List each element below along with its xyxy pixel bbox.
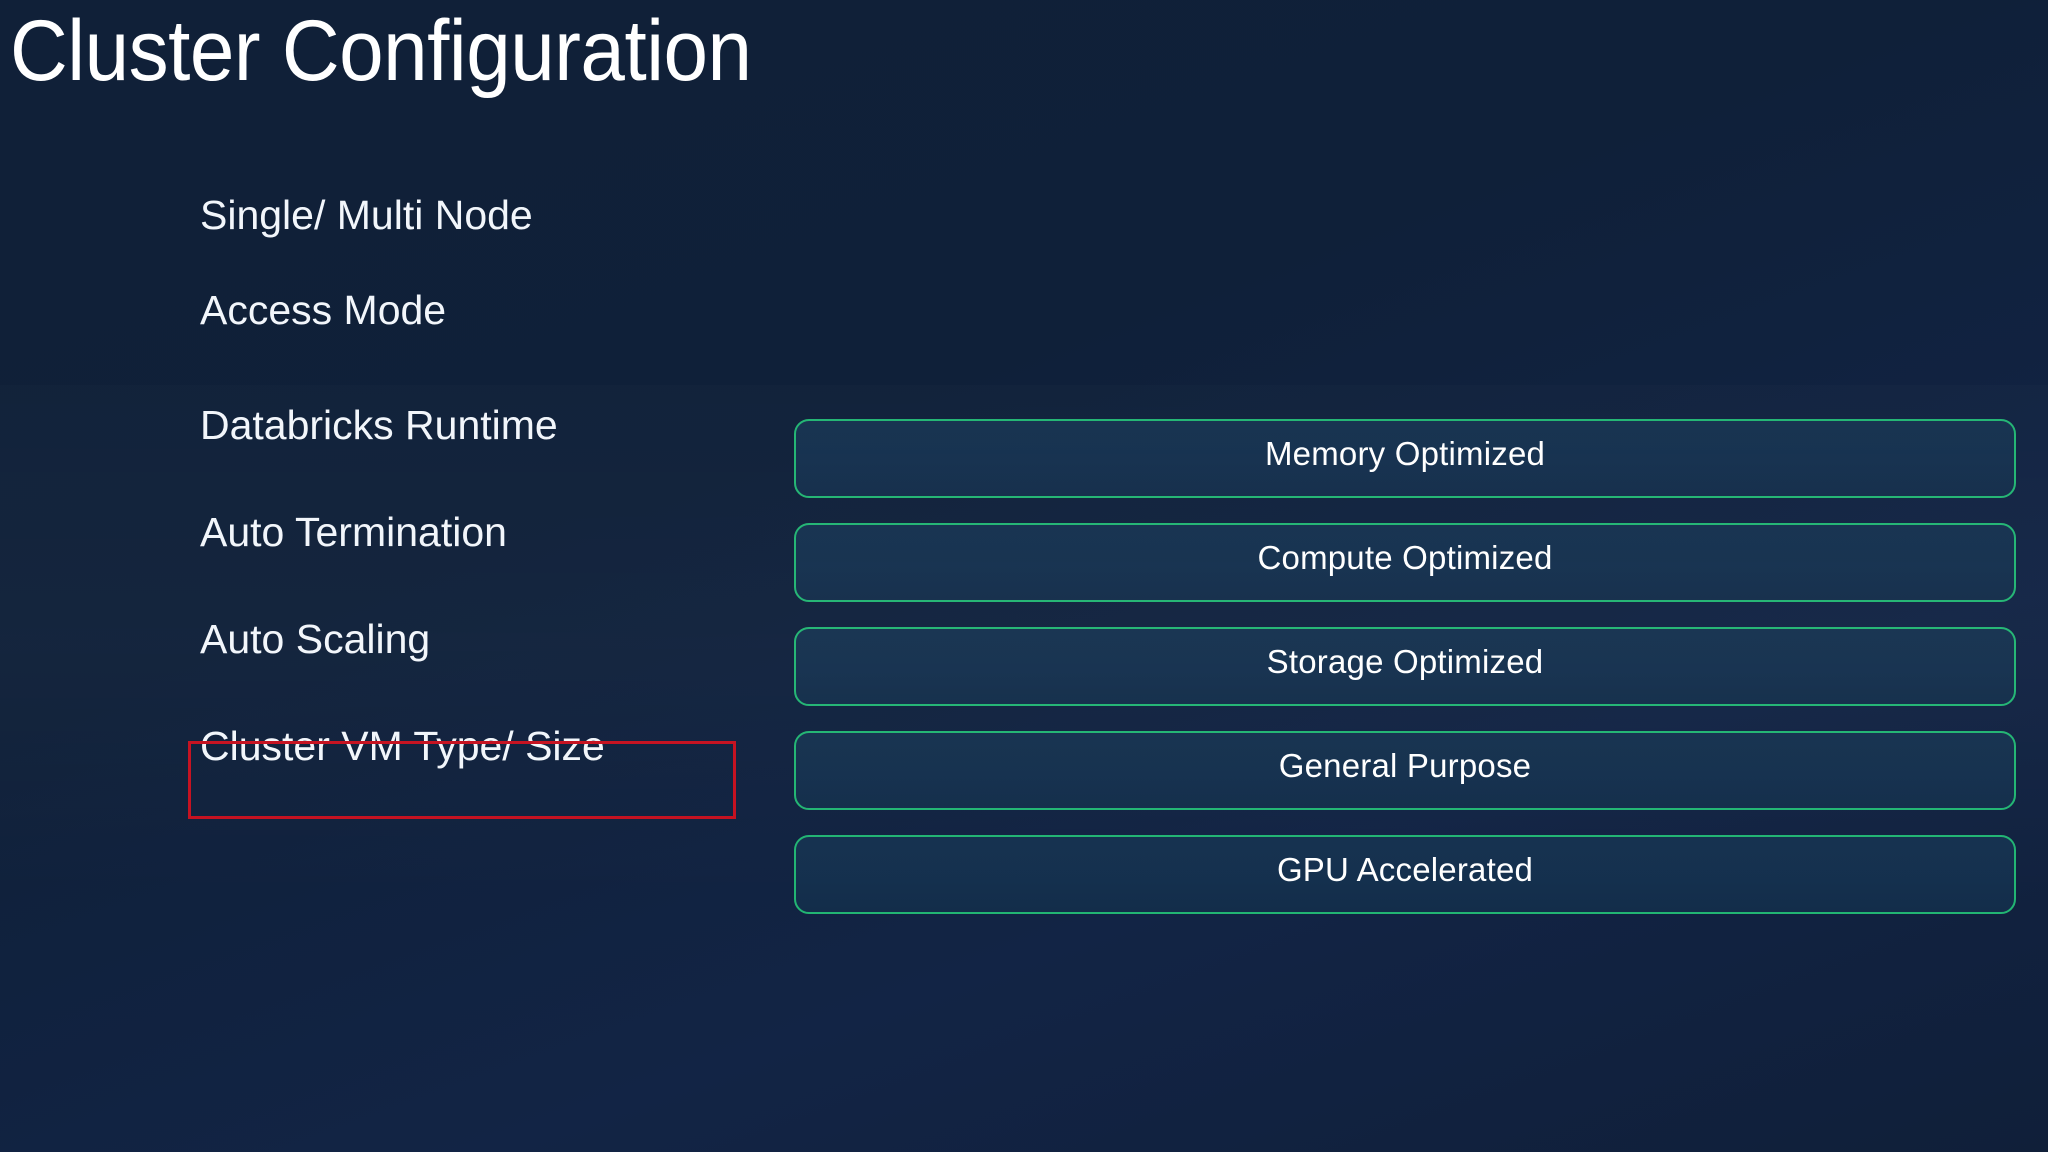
vm-type-button-gpu-accelerated[interactable]: GPU Accelerated — [794, 835, 2016, 914]
vm-type-button-label: GPU Accelerated — [1276, 851, 1534, 888]
config-option-single-multi-node[interactable]: Single/ Multi Node — [200, 195, 760, 236]
vm-type-button-label: Compute Optimized — [1257, 539, 1553, 576]
config-option-access-mode[interactable]: Access Mode — [200, 290, 760, 331]
config-option-label: Access Mode — [200, 287, 447, 333]
page-title: Cluster Configuration — [10, 3, 752, 99]
vm-type-button-label: General Purpose — [1278, 747, 1532, 784]
vm-type-button-label: Storage Optimized — [1266, 643, 1544, 680]
vm-type-option-list: Memory Optimized Compute Optimized Stora… — [794, 419, 2016, 914]
config-option-label: Auto Scaling — [200, 616, 431, 662]
vm-type-button-memory-optimized[interactable]: Memory Optimized — [794, 419, 2016, 498]
config-option-label: Single/ Multi Node — [200, 192, 533, 238]
vm-type-button-general-purpose[interactable]: General Purpose — [794, 731, 2016, 810]
vm-type-button-compute-optimized[interactable]: Compute Optimized — [794, 523, 2016, 602]
vm-type-button-storage-optimized[interactable]: Storage Optimized — [794, 627, 2016, 706]
config-option-label: Cluster VM Type/ Size — [200, 723, 605, 769]
config-option-label: Auto Termination — [200, 509, 507, 555]
config-option-cluster-vm-type-size[interactable]: Cluster VM Type/ Size — [200, 726, 760, 767]
config-option-label: Databricks Runtime — [200, 402, 558, 448]
vm-type-button-label: Memory Optimized — [1264, 435, 1546, 472]
cluster-config-option-list: Single/ Multi Node Access Mode Databrick… — [200, 195, 760, 767]
config-option-auto-termination[interactable]: Auto Termination — [200, 512, 760, 553]
config-option-databricks-runtime[interactable]: Databricks Runtime — [200, 405, 760, 446]
config-option-auto-scaling[interactable]: Auto Scaling — [200, 619, 760, 660]
